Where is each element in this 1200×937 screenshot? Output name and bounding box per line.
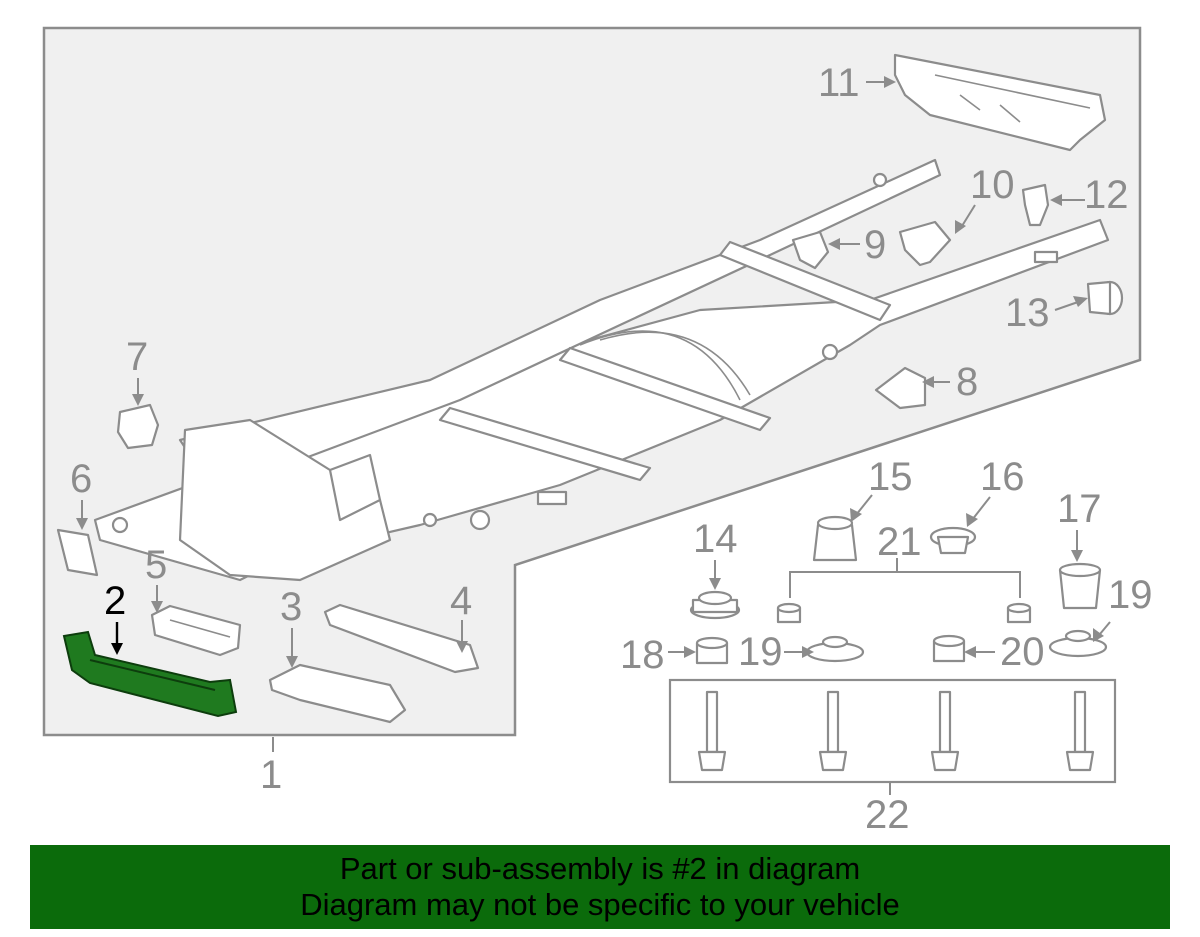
callout-5: 5	[145, 543, 167, 587]
callout-labels: 1 2 3 4 5 6 7 8 9 10 11 12 13 14 15 16 1…	[70, 61, 1153, 837]
part-10-bracket	[898, 220, 952, 267]
callout-22: 22	[865, 793, 910, 837]
callout-8: 8	[956, 360, 978, 404]
callout-19b: 19	[1108, 573, 1153, 617]
part-4-crossmember	[323, 603, 480, 674]
callout-17: 17	[1057, 487, 1102, 531]
callout-15: 15	[868, 455, 913, 499]
washer-19b	[1048, 629, 1108, 658]
part-6-plate	[56, 528, 99, 577]
callout-1: 1	[260, 753, 282, 797]
callout-9: 9	[864, 223, 886, 267]
body-mount-17	[1058, 562, 1102, 610]
part-7-mount	[116, 403, 160, 450]
part-13-bushing	[1086, 280, 1124, 316]
body-mount-16	[929, 526, 977, 555]
part-3-crossmember	[268, 663, 407, 724]
callout-21: 21	[877, 520, 922, 564]
leader-lines	[76, 76, 1111, 795]
notice-banner: Part or sub-assembly is #2 in diagram Di…	[30, 845, 1170, 929]
callout-13: 13	[1005, 291, 1050, 335]
callout-19a: 19	[738, 630, 783, 674]
spacer-18	[695, 636, 729, 665]
callout-16: 16	[980, 455, 1025, 499]
callout-10: 10	[970, 163, 1015, 207]
body-mount-14	[689, 590, 741, 620]
callout-12: 12	[1084, 173, 1129, 217]
bolt-set-22	[697, 690, 1095, 772]
callout-20: 20	[1000, 630, 1045, 674]
part-12-bracket	[1021, 183, 1050, 227]
callout-18: 18	[620, 633, 665, 677]
callout-3: 3	[280, 585, 302, 629]
bolt-kit-box	[668, 678, 1117, 784]
callout-4: 4	[450, 579, 472, 623]
callout-7: 7	[126, 335, 148, 379]
frame-drawing	[93, 158, 1110, 582]
spacer-20	[932, 634, 966, 663]
part-2-crossmember-highlighted	[62, 630, 238, 718]
part-8-bracket	[874, 366, 927, 410]
callout-6: 6	[70, 457, 92, 501]
spacer-21b	[1006, 602, 1032, 624]
spacer-21a	[776, 602, 802, 624]
part-11-crossmember	[893, 53, 1107, 152]
part-9-bracket	[791, 230, 830, 270]
callout-11: 11	[818, 61, 860, 105]
banner-line-1: Part or sub-assembly is #2 in diagram	[339, 851, 861, 886]
banner-line-2: Diagram may not be specific to your vehi…	[300, 887, 900, 922]
callout-2: 2	[104, 579, 126, 623]
body-mount-15	[812, 515, 858, 562]
washer-19a	[805, 635, 865, 663]
part-5-skid	[150, 604, 242, 657]
callout-14: 14	[693, 517, 738, 561]
